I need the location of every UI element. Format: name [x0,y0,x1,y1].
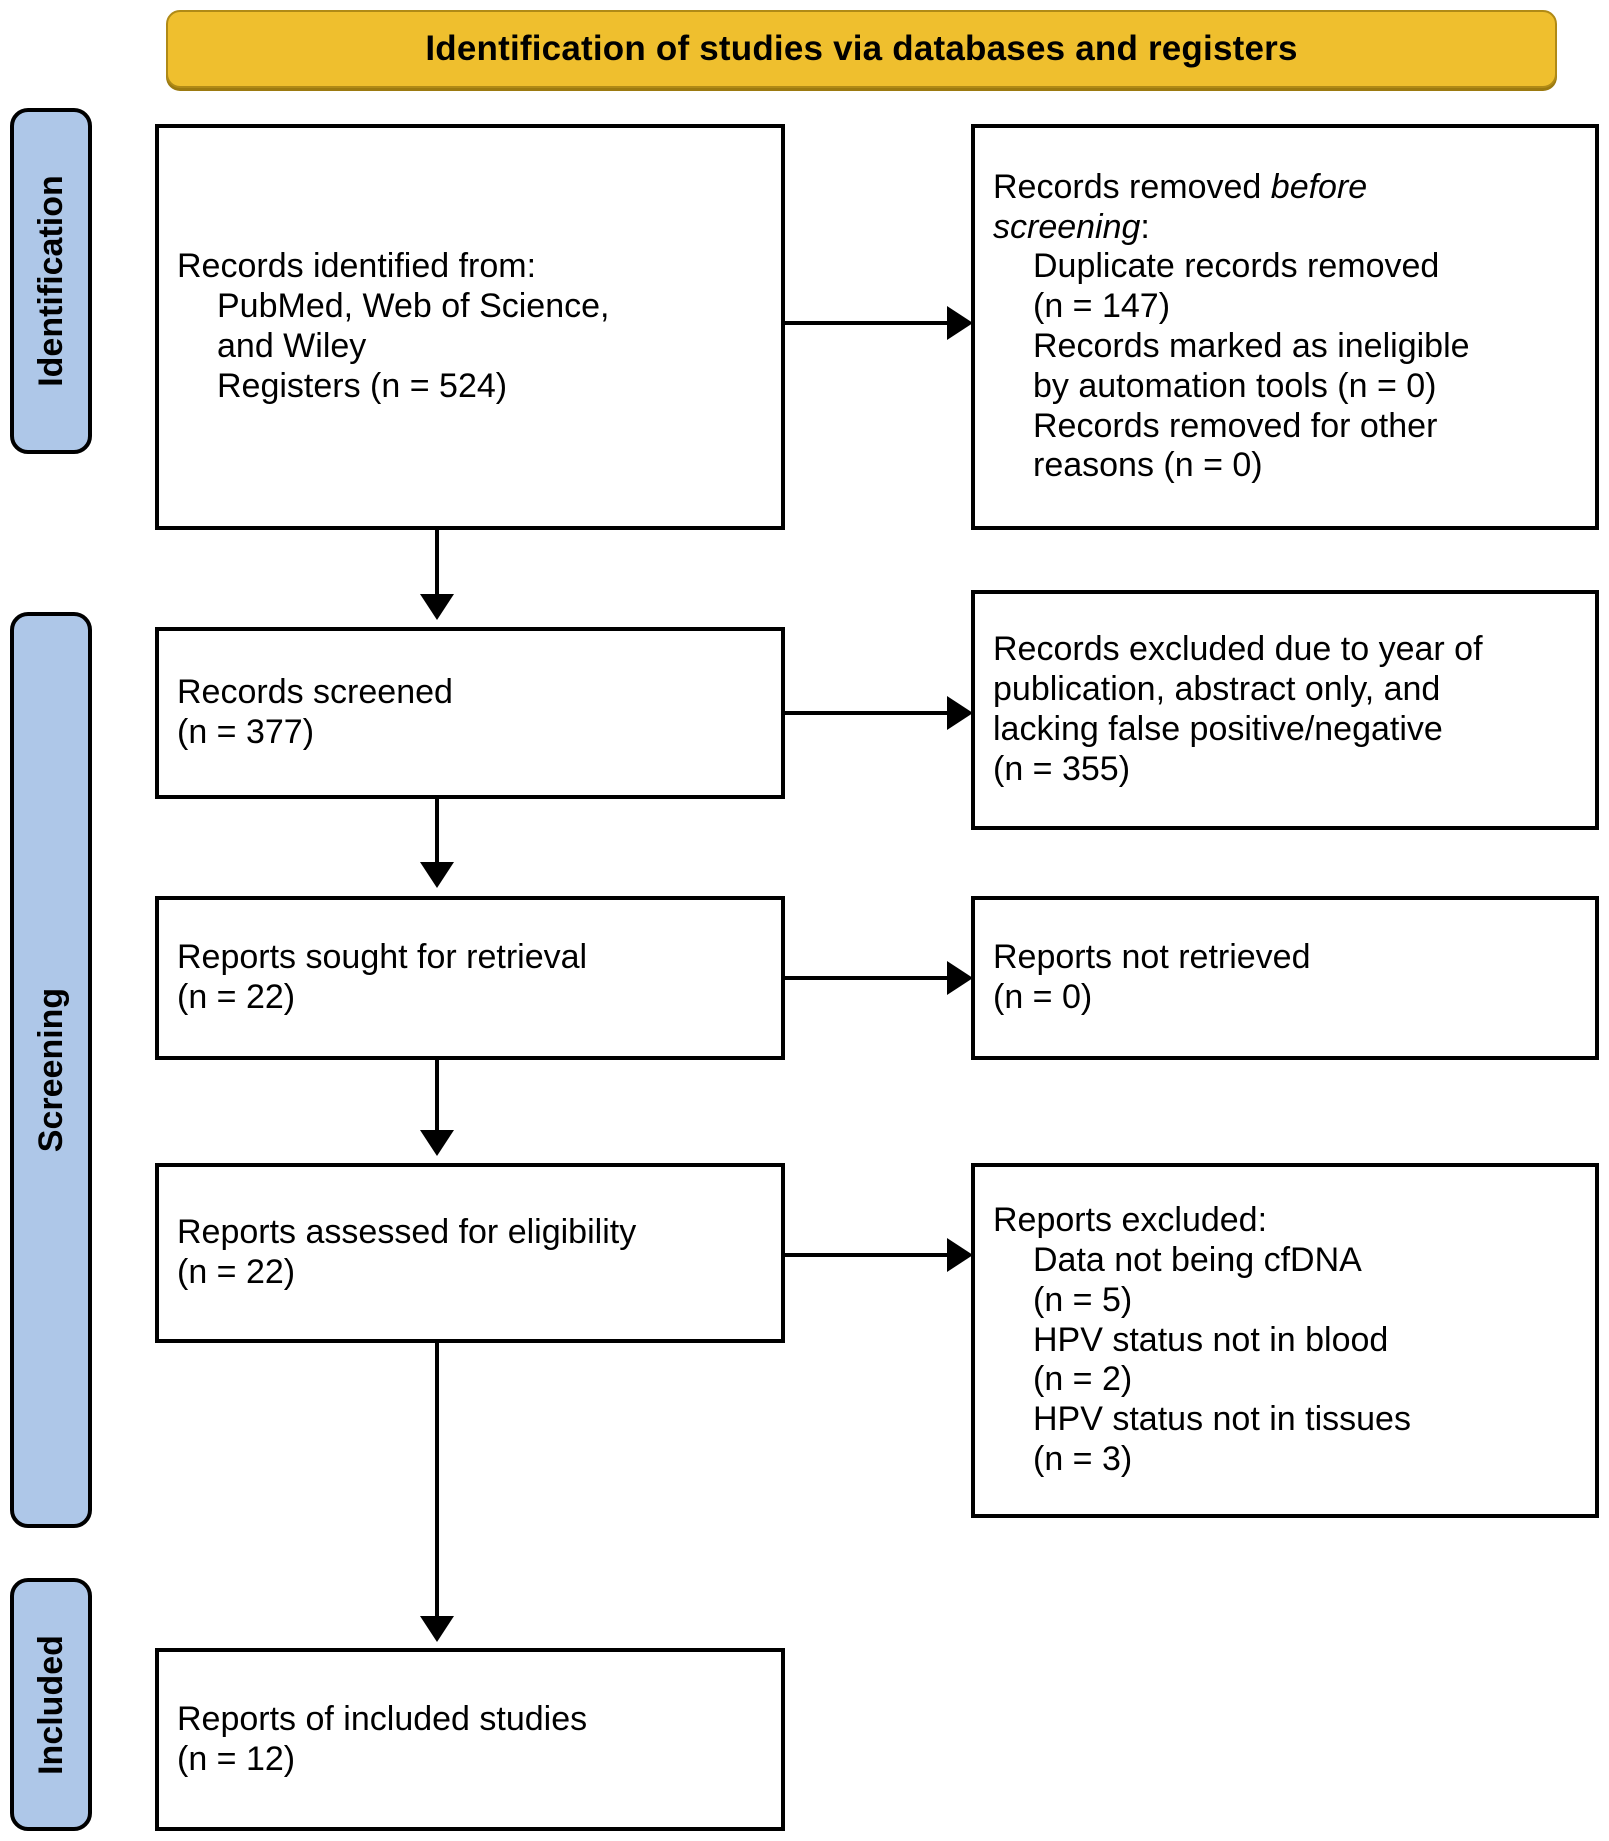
node-line: reasons (n = 0) [1033,446,1263,485]
arrow-head-identified-to-screened [420,594,454,620]
arrow-head-sought-to-assessed [420,1130,454,1156]
node-line: (n = 0) [993,978,1093,1016]
connector-sought-to-assessed [435,1060,439,1138]
node-line: Reports assessed for eligibility [177,1213,637,1252]
node-line: HPV status not in tissues [1033,1400,1411,1439]
node-line: (n = 377) [177,713,315,751]
node-line: and Wiley [217,327,367,365]
node-line: Records screened [177,673,453,712]
node-line: Reports of included studies [177,1699,588,1738]
stage-label-identification: Identification [32,175,70,387]
stage-sidebar-included: Included [10,1578,92,1831]
node-reports-not-retrieved: Reports not retrieved (n = 0) [971,896,1599,1060]
page-title: Identification of studies via databases … [425,29,1298,68]
stage-sidebar-screening: Screening [10,612,92,1528]
node-line: screening: [993,207,1150,246]
arrow-head-identified-to-removed [947,306,973,340]
node-reports-of-included-studies: Reports of included studies (n = 12) [155,1648,785,1831]
node-line: Records excluded due to year of [993,630,1483,669]
node-reports-assessed-for-eligibility: Reports assessed for eligibility (n = 22… [155,1163,785,1343]
arrow-head-screened-to-excluded [947,696,973,730]
diagram-title-banner: Identification of studies via databases … [166,10,1557,88]
arrow-head-assessed-to-included [420,1616,454,1642]
connector-screened-to-sought [435,799,439,869]
node-line: Records removed before [993,167,1368,206]
node-records-removed-before-screening: Records removed before screening: Duplic… [971,124,1599,530]
arrow-head-sought-to-not-retrieved [947,961,973,995]
connector-assessed-to-included [435,1343,439,1623]
node-line: HPV status not in blood [1033,1320,1389,1359]
connector-screened-to-excluded [785,711,949,715]
node-line: Registers (n = 524) [217,366,508,405]
node-line: Duplicate records removed [1033,247,1440,286]
node-line: (n = 12) [177,1739,296,1778]
stage-label-included: Included [32,1634,71,1775]
node-line: Reports excluded: [993,1201,1268,1240]
connector-assessed-to-excluded [785,1253,949,1257]
node-records-excluded: Records excluded due to year of publicat… [971,590,1599,830]
node-line: Records marked as ineligible [1033,327,1470,365]
node-line: Reports sought for retrieval [177,938,588,977]
node-line: (n = 22) [177,1253,296,1291]
connector-identified-to-removed [785,321,949,325]
node-line: by automation tools (n = 0) [1033,366,1437,405]
node-line: lacking false positive/negative [993,710,1443,748]
node-records-screened: Records screened (n = 377) [155,627,785,799]
node-line: (n = 355) [993,749,1131,788]
node-reports-excluded: Reports excluded: Data not being cfDNA (… [971,1163,1599,1518]
node-line: PubMed, Web of Science, [217,287,610,326]
node-line: publication, abstract only, and [993,670,1441,709]
stage-sidebar-identification: Identification [10,108,92,454]
connector-identified-to-screened [435,530,439,602]
node-records-identified: Records identified from: PubMed, Web of … [155,124,785,530]
node-line: (n = 147) [1033,287,1171,326]
connector-sought-to-not-retrieved [785,976,949,980]
node-line: (n = 5) [1033,1280,1133,1319]
node-line: Data not being cfDNA [1033,1241,1362,1280]
arrow-head-assessed-to-excluded [947,1238,973,1272]
node-reports-sought-for-retrieval: Reports sought for retrieval (n = 22) [155,896,785,1060]
node-line: (n = 22) [177,978,296,1016]
node-line: Reports not retrieved [993,938,1311,977]
node-line: (n = 2) [1033,1360,1133,1399]
node-line: (n = 3) [1033,1439,1133,1478]
stage-label-screening: Screening [32,987,71,1153]
node-line: Records removed for other [1033,406,1438,445]
node-line: Records identified from: [177,247,537,286]
arrow-head-screened-to-sought [420,862,454,888]
